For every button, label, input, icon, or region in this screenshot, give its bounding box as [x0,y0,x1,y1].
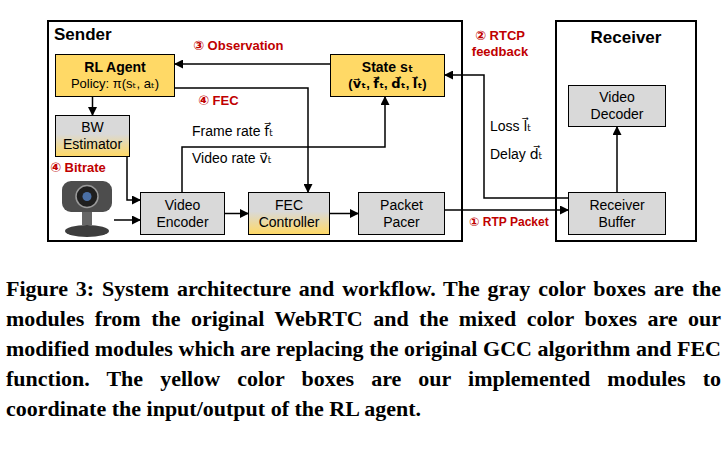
node-text: (v⃗ₜ, f⃗ₜ, d⃗ₜ, l⃗ₜ) [348,76,426,92]
process-box: Receiver Buffer [568,192,666,235]
process-box: FEC Controller [248,192,330,235]
process-box: Video Decoder [568,85,666,127]
connector-arrow [616,127,618,192]
webcam-lens-glass [83,192,92,201]
connector-arrow [127,157,140,200]
node-text: Video Encoder [145,197,220,231]
process-box: Packet Pacer [358,192,445,235]
webcam-icon [62,181,112,237]
connector-arrow [330,213,358,215]
step-label: ③ Observation [193,38,283,54]
signal-label: Frame rate f⃗ₜ [192,123,273,139]
webcam-body [62,181,112,212]
connector-arrow [445,209,568,211]
node-text: Receiver Buffer [573,197,661,231]
node-text: Video Decoder [573,89,661,123]
connector-arrow [445,75,568,198]
signal-label: Delay d⃗ₜ [490,146,543,162]
node-text: Policy: π(sₜ, aₜ) [71,76,159,92]
figure-caption: Figure 3: System architecture and workfl… [6,274,721,424]
step-label: ④ Bitrate [50,160,106,176]
connector-arrow [175,63,330,65]
group-title: Receiver [557,28,695,48]
webcam-base [65,225,109,237]
process-box: State sₜ(v⃗ₜ, f⃗ₜ, d⃗ₜ, l⃗ₜ) [330,54,445,97]
node-text: RL Agent [84,59,145,76]
step-label: ④ FEC [198,93,239,109]
step-label: ① RTP Packet [466,215,552,229]
node-text: State sₜ [362,59,413,76]
step-label: ② RTCP feedback [466,28,534,59]
connector-arrow [175,88,308,192]
group-title: Sender [54,25,112,45]
signal-label: Video rate v⃗ₜ [192,150,272,166]
process-box: BW Estimator [55,115,130,157]
connector-arrow [182,97,385,192]
node-text: FEC Controller [253,197,325,231]
connector-arrow [92,97,94,115]
signal-label: Loss l⃗ₜ [490,118,531,134]
webcam-lens [76,186,98,208]
node-text: Packet Pacer [363,197,440,231]
process-box: Video Encoder [140,192,225,235]
webcam-neck [82,212,92,225]
webcam-feed-arrow [114,219,140,221]
connector-arrow [225,213,248,215]
process-box: RL AgentPolicy: π(sₜ, aₜ) [55,54,175,97]
node-text: BW Estimator [60,119,125,153]
group-box: ReceiverVideo DecoderReceiver Buffer [555,20,697,242]
